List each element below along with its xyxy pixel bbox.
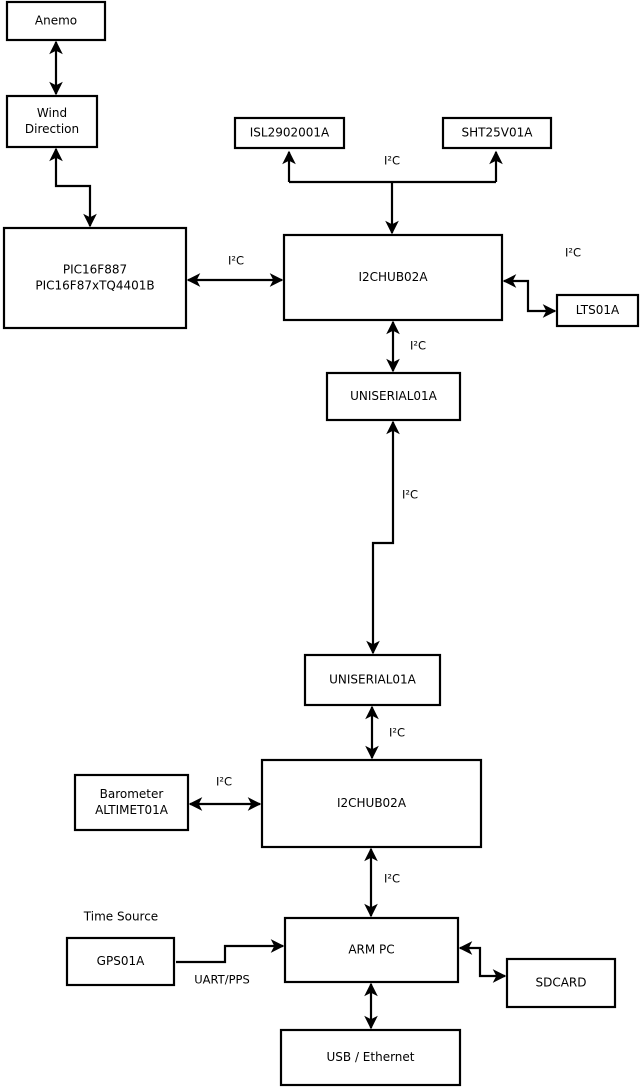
node-lts[interactable]: LTS01A <box>555 293 640 328</box>
edges-layer <box>49 40 557 1030</box>
edge-wind-pic <box>49 147 97 228</box>
node-gps[interactable]: GPS01A <box>65 936 176 987</box>
node-box-pic[interactable] <box>2 226 188 330</box>
node-armpc[interactable]: ARM PC <box>283 916 460 984</box>
label-time-source: Time Source <box>83 910 158 924</box>
node-box-hub_top[interactable] <box>282 233 504 322</box>
node-box-lts[interactable] <box>555 293 640 328</box>
node-box-uniserial_bot[interactable] <box>303 653 442 707</box>
edge-label-hub-sensors: I²C <box>384 154 400 168</box>
edge-label-gps-armpc: UART/PPS <box>194 973 250 987</box>
node-label-pic: PIC16F887 <box>63 263 127 277</box>
node-anemo[interactable]: Anemo <box>5 0 107 42</box>
node-label-sdcard: SDCARD <box>535 976 586 990</box>
node-label-barometer: ALTIMET01A <box>95 803 169 817</box>
edge-gps-armpc <box>176 939 285 964</box>
labels-layer: I²C I²C I²C I²C I²C I²C I²C I²C UART/PPS Time Sou… <box>83 154 581 987</box>
node-box-hub_bot[interactable] <box>260 758 483 849</box>
edge-label-hub2-armpc: I²C <box>384 872 400 886</box>
edge-label-pic-hub: I²C <box>228 254 244 268</box>
node-label-sht: SHT25V01A <box>462 126 534 140</box>
node-box-usb[interactable] <box>279 1028 462 1087</box>
node-box-gps[interactable] <box>65 936 176 987</box>
node-uniserial_bot[interactable]: UNISERIAL01A <box>303 653 442 707</box>
node-label-armpc: ARM PC <box>348 943 394 957</box>
node-label-usb: USB / Ethernet <box>327 1050 415 1064</box>
node-label-lts: LTS01A <box>576 303 620 317</box>
node-label-hub_top: I2CHUB02A <box>358 270 428 284</box>
edge-label-uniserial-uniserial: I²C <box>402 488 418 502</box>
edge-label-barometer-hub2: I²C <box>216 775 232 789</box>
node-label-anemo: Anemo <box>35 14 77 28</box>
edge-armpc-sdcard <box>458 941 507 983</box>
node-label-uniserial_top: UNISERIAL01A <box>350 389 438 403</box>
edge-label-hub-lts: I²C <box>565 246 581 260</box>
node-box-anemo[interactable] <box>5 0 107 42</box>
node-box-barometer[interactable] <box>73 773 190 832</box>
node-label-pic: PIC16F87xTQ4401B <box>35 279 154 293</box>
node-label-wind: Direction <box>25 122 79 136</box>
node-box-sht[interactable] <box>441 116 553 150</box>
node-hub_bot[interactable]: I2CHUB02A <box>260 758 483 849</box>
node-box-sdcard[interactable] <box>505 957 617 1009</box>
node-uniserial_top[interactable]: UNISERIAL01A <box>325 371 462 422</box>
node-box-armpc[interactable] <box>283 916 460 984</box>
node-label-gps: GPS01A <box>97 954 145 968</box>
node-sht[interactable]: SHT25V01A <box>441 116 553 150</box>
node-box-wind[interactable] <box>5 94 99 149</box>
node-label-wind: Wind <box>37 106 67 120</box>
node-box-isl[interactable] <box>233 116 346 150</box>
node-label-hub_bot: I2CHUB02A <box>337 796 407 810</box>
node-isl[interactable]: ISL2902001A <box>233 116 346 150</box>
node-sdcard[interactable]: SDCARD <box>505 957 617 1009</box>
edge-label-hub-uniserial: I²C <box>410 339 426 353</box>
node-label-isl: ISL2902001A <box>250 126 330 140</box>
edge-label-uniserial-hub2: I²C <box>389 726 405 740</box>
node-hub_top[interactable]: I2CHUB02A <box>282 233 504 322</box>
node-box-uniserial_top[interactable] <box>325 371 462 422</box>
edge-hub-lts <box>502 274 557 318</box>
node-label-uniserial_bot: UNISERIAL01A <box>329 673 417 687</box>
edge-uniserial-uniserial <box>366 420 400 655</box>
node-label-barometer: Barometer <box>100 787 164 801</box>
node-usb[interactable]: USB / Ethernet <box>279 1028 462 1087</box>
